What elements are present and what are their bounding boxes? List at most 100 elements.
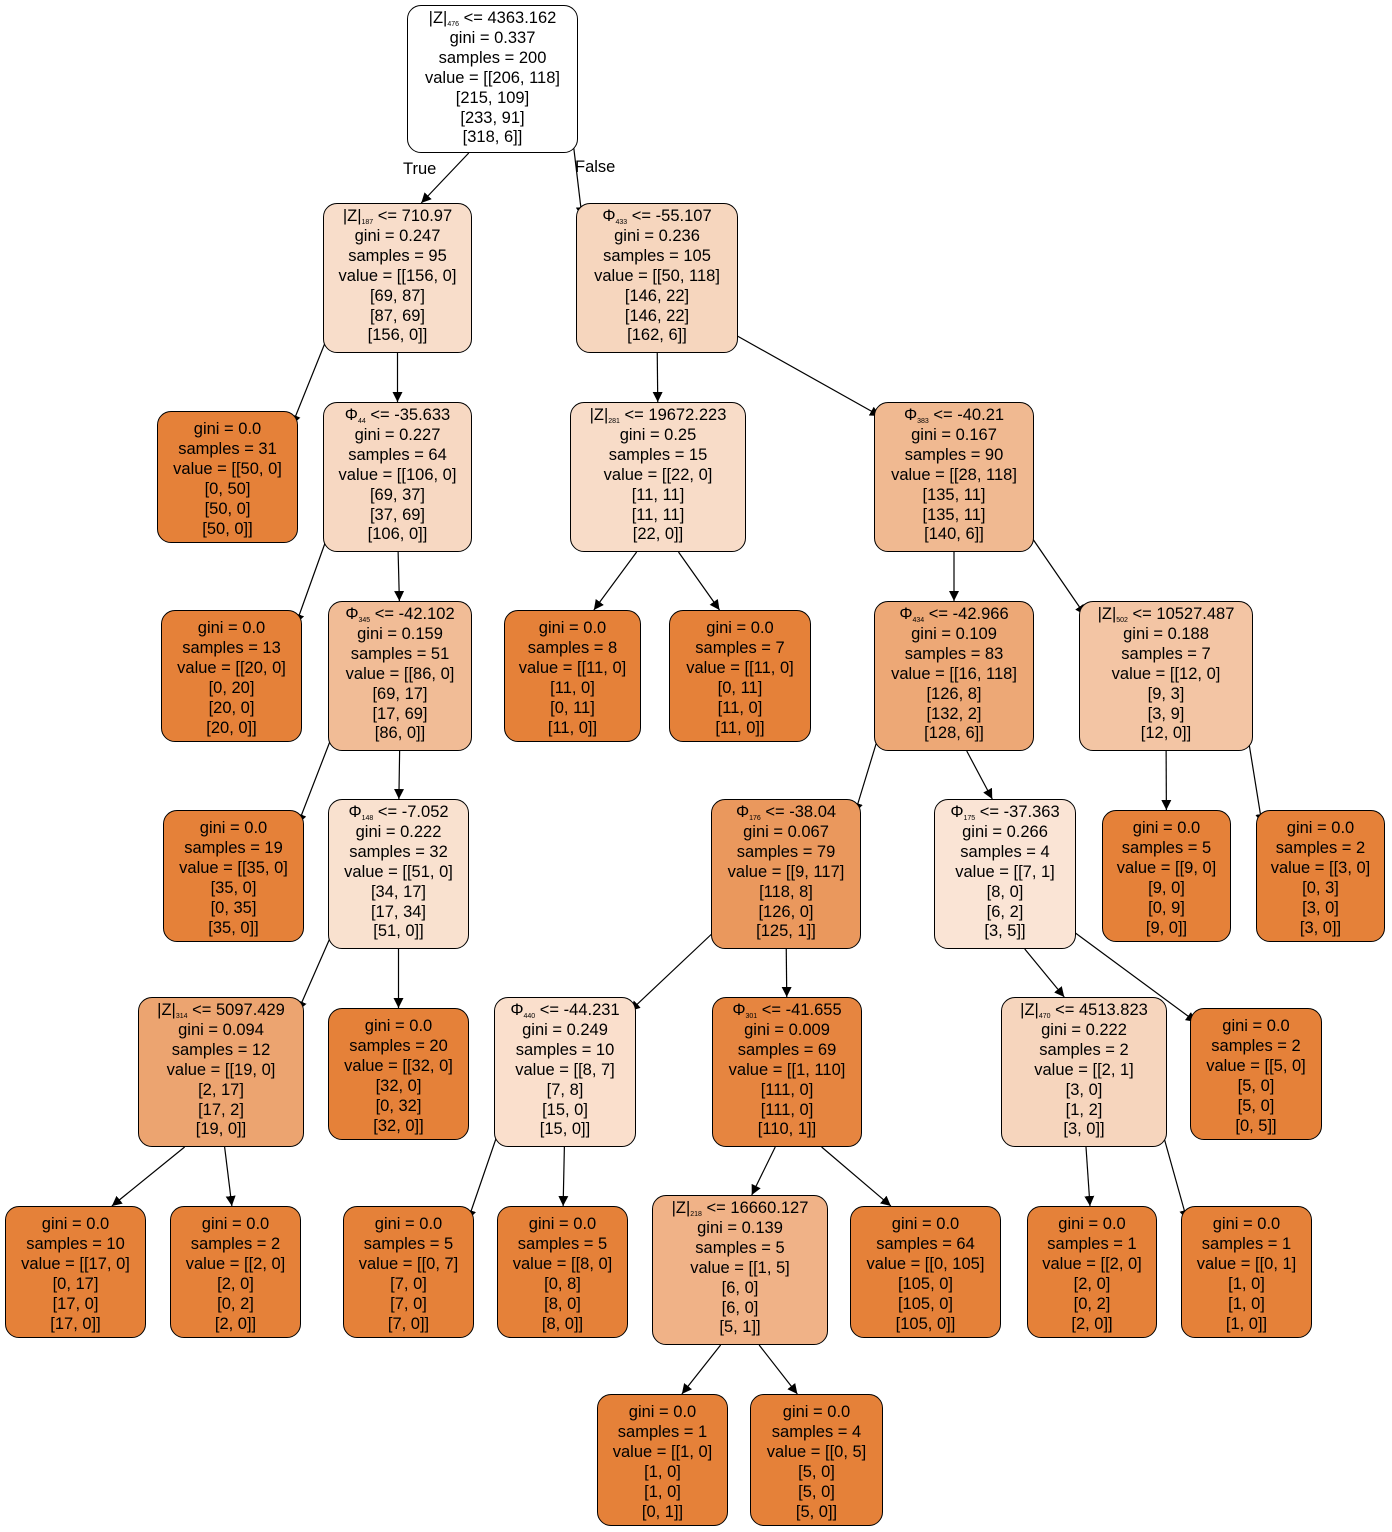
value-row: [22, 0]] <box>632 525 684 544</box>
value-row: [7, 0] <box>390 1294 427 1313</box>
samples-text: samples = 4 <box>771 1422 862 1441</box>
edge-n5-l3 <box>593 551 638 611</box>
value-row: [11, 11] <box>631 505 685 524</box>
samples-text: samples = 1 <box>617 1422 708 1441</box>
value-row: [11, 11] <box>631 485 685 504</box>
split-condition: |Z|476 <= 4363.162 <box>408 9 577 29</box>
split-threshold: 710.97 <box>401 207 453 225</box>
value-row: [3, 5]] <box>984 922 1026 941</box>
split-operator: <= <box>706 1199 726 1217</box>
value-row: [86, 0]] <box>374 724 426 743</box>
value-row: value = [[12, 0] <box>1111 664 1221 683</box>
value-row: [17, 0]] <box>50 1314 101 1333</box>
value-row: [146, 22] <box>624 306 690 325</box>
value-row: [9, 0]] <box>1145 918 1188 937</box>
split-threshold: -55.107 <box>655 207 712 225</box>
samples-text: samples = 12 <box>171 1040 271 1059</box>
edge-n13-l13 <box>558 1146 569 1207</box>
split-operator: <= <box>377 803 398 821</box>
split-feature: Φ <box>903 406 918 424</box>
gini-text: gini = 0.222 <box>355 822 442 841</box>
value-row: [318, 6]] <box>462 128 523 147</box>
value-row: [3, 0]] <box>1063 1120 1105 1139</box>
split-feature-index: 383 <box>917 418 929 425</box>
gini-text: gini = 0.236 <box>614 226 700 245</box>
split-feature-index: 434 <box>912 617 925 624</box>
samples-text: samples = 7 <box>695 638 785 657</box>
value-row: value = [[0, 7] <box>358 1254 459 1273</box>
value-row: value = [[9, 117] <box>727 862 845 881</box>
value-row: [110, 1]] <box>757 1120 817 1139</box>
value-row: [3, 0]] <box>1299 918 1342 937</box>
value-row: [233, 91] <box>460 108 525 127</box>
gini-text: gini = 0.0 <box>628 1403 697 1421</box>
value-row: value = [[16, 118] <box>891 664 1017 683</box>
edge-n11-l9 <box>1069 928 1197 1023</box>
value-row: value = [[11, 0] <box>518 658 627 677</box>
value-row: [162, 6]] <box>627 326 687 345</box>
gini-text: gini = 0.067 <box>743 822 829 841</box>
edge-n16-l18 <box>758 1344 798 1395</box>
edge-n8-n11 <box>966 750 993 800</box>
value-row: [0, 35] <box>210 898 257 917</box>
value-row: value = [[1, 5] <box>690 1258 790 1277</box>
gini-text: gini = 0.0 <box>1132 819 1201 837</box>
split-threshold: -44.231 <box>563 1001 620 1019</box>
split-feature-index: 440 <box>523 1013 536 1020</box>
value-row: value = [[0, 105] <box>866 1254 985 1273</box>
value-row: [50, 0] <box>204 499 251 518</box>
gini-text: gini = 0.0 <box>782 1403 851 1421</box>
value-row: value = [[0, 5] <box>766 1442 867 1461</box>
split-condition: Φ301 <= -41.655 <box>713 1001 861 1021</box>
value-row: [7, 8] <box>546 1080 584 1099</box>
value-row: [0, 50] <box>204 479 251 498</box>
value-row: [69, 17] <box>372 684 428 703</box>
value-row: value = [[28, 118] <box>891 465 1017 484</box>
split-operator: <= <box>631 207 652 225</box>
split-operator: <= <box>765 803 785 821</box>
samples-text: samples = 8 <box>527 638 618 657</box>
gini-text: gini = 0.0 <box>201 1215 270 1233</box>
samples-text: samples = 15 <box>608 445 708 464</box>
split-feature-index: 502 <box>1116 617 1128 624</box>
gini-text: gini = 0.159 <box>357 624 443 643</box>
value-row: [0, 8] <box>544 1274 581 1293</box>
value-row: [0, 20] <box>208 678 255 697</box>
value-row: value = [[206, 118] <box>424 68 560 87</box>
value-row: [1, 0] <box>644 1462 681 1481</box>
value-row: [5, 0] <box>798 1462 835 1481</box>
edge-n3-l2 <box>294 531 330 625</box>
split-feature-index: 281 <box>608 418 620 425</box>
split-feature-index: 218 <box>690 1211 702 1218</box>
value-row: value = [[3, 0] <box>1270 858 1371 877</box>
value-row: [50, 0]] <box>202 519 253 538</box>
split-operator: <= <box>761 1001 782 1019</box>
value-row: value = [[32, 0] <box>344 1056 453 1075</box>
value-row: [135, 11] <box>922 485 986 504</box>
split-threshold: -42.102 <box>398 605 455 623</box>
edge-n9-l7 <box>1246 730 1266 825</box>
value-row: [35, 0] <box>210 878 257 897</box>
gini-text: gini = 0.0 <box>193 420 262 438</box>
value-row: [215, 109] <box>455 88 530 107</box>
value-row: [3, 0] <box>1302 898 1339 917</box>
edge-n6-n12 <box>297 928 335 1012</box>
samples-text: samples = 20 <box>349 1036 448 1055</box>
samples-text: samples = 31 <box>178 439 277 458</box>
gini-text: gini = 0.0 <box>538 619 607 637</box>
split-feature-index: 301 <box>745 1013 758 1020</box>
gini-text: gini = 0.0 <box>1058 1215 1126 1233</box>
value-row: [125, 1]] <box>756 922 816 941</box>
